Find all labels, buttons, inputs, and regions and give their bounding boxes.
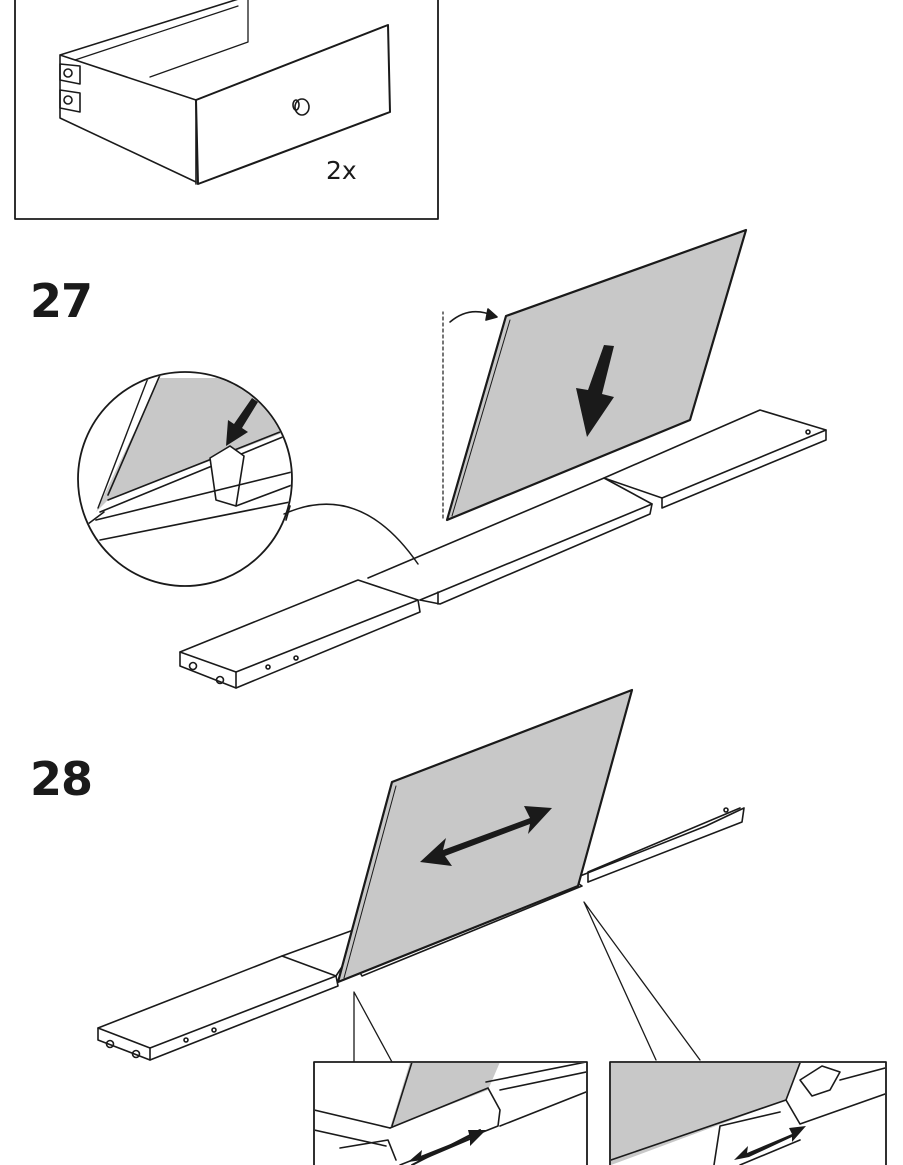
step-number-28: 28 — [30, 752, 93, 806]
base-rail — [179, 409, 827, 689]
detail-double-arrow-icon — [734, 1126, 806, 1160]
rotate-arrow-icon — [485, 308, 498, 321]
step-number-27: 27 — [30, 274, 93, 328]
detail-box-right — [609, 1061, 887, 1165]
zoom-detail-circle — [77, 371, 293, 587]
double-arrow-icon — [420, 806, 552, 866]
step-28-illustration — [97, 688, 887, 1165]
down-arrow-icon — [576, 345, 614, 437]
drawer-inset — [14, 0, 439, 220]
step-27-illustration — [77, 228, 827, 689]
drawer-icon — [59, 0, 391, 185]
detail-down-arrow-icon — [226, 398, 258, 446]
quantity-label: 2x — [326, 156, 357, 185]
detail-box-left — [313, 1061, 588, 1165]
knob-icon — [292, 98, 310, 116]
detail-double-arrow-icon — [408, 1130, 486, 1162]
